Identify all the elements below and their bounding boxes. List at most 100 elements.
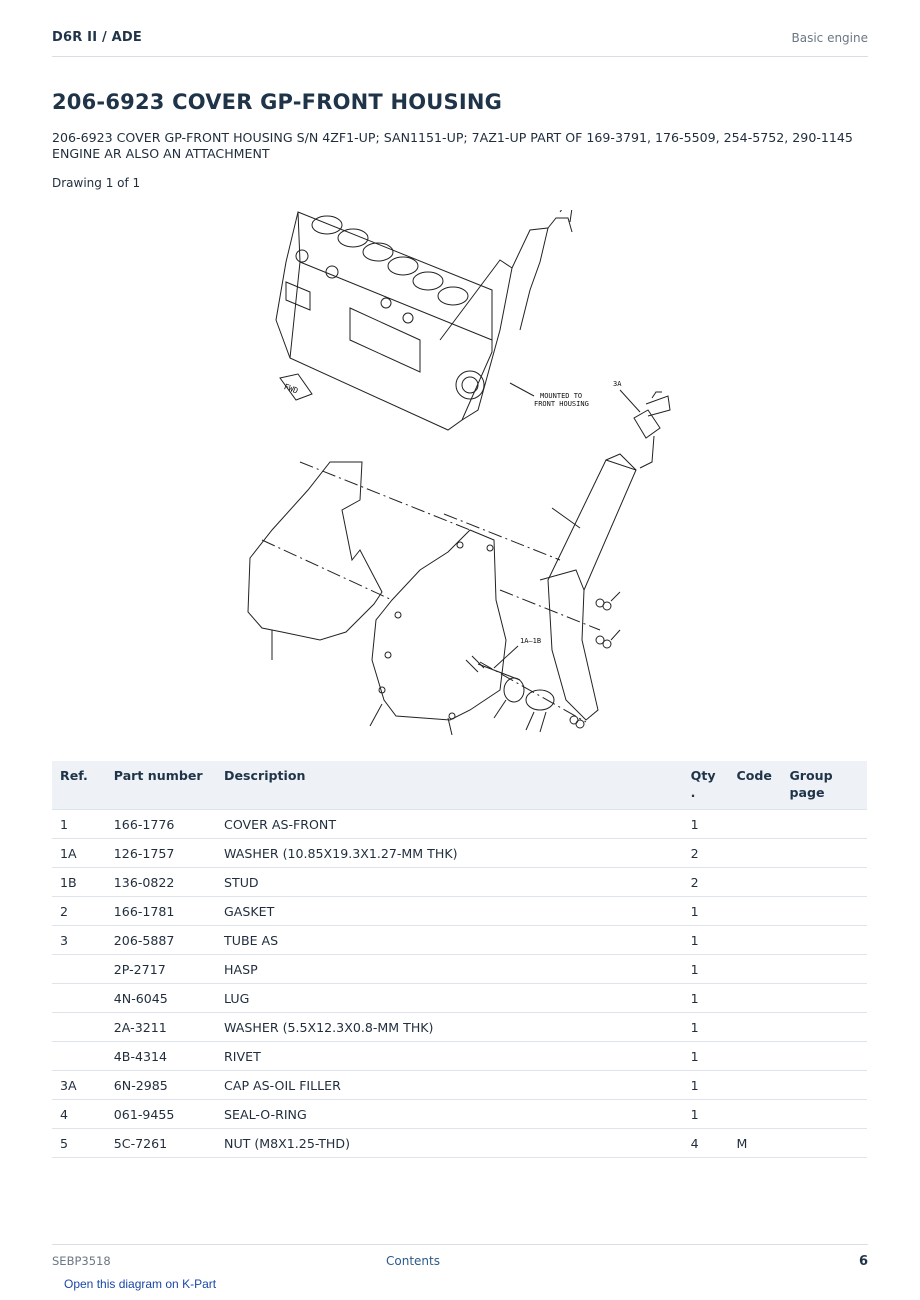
code-cell	[728, 1070, 782, 1100]
col-part-number-header: Part number	[105, 761, 217, 810]
group-header-line1: Group	[789, 768, 833, 783]
part-number-cell[interactable]: 6N-2985	[105, 1070, 217, 1100]
description-cell: SEAL-O-RING	[216, 1099, 683, 1129]
code-cell	[728, 1012, 782, 1042]
qty-cell: 2	[682, 838, 729, 868]
group-page-cell	[781, 925, 867, 955]
page-number: 6	[858, 1254, 868, 1269]
contents-link[interactable]: Contents	[386, 1254, 440, 1268]
drawing-count: Drawing 1 of 1	[52, 176, 141, 190]
group-page-cell	[781, 896, 867, 926]
part-number-cell[interactable]: 166-1781	[105, 896, 217, 926]
o-ring-drawing	[493, 677, 525, 719]
description-cell: TUBE AS	[216, 925, 683, 955]
col-group-page-header: Group page	[781, 761, 867, 810]
group-page-cell	[781, 838, 867, 868]
document-id: SEBP3518	[52, 1254, 111, 1268]
breadcrumb[interactable]: D6R II / ADE	[52, 30, 142, 45]
qty-cell: 1	[682, 809, 729, 839]
qty-header-line2: .	[690, 785, 696, 800]
code-cell	[728, 896, 782, 926]
description-cell: LUG	[216, 983, 683, 1013]
alignment-lines	[261, 461, 601, 723]
part-group-description: 206-6923 COVER GP-FRONT HOUSING S/N 4ZF1…	[52, 130, 853, 161]
open-in-kpart-link[interactable]: Open this diagram on K-Part	[64, 1277, 217, 1291]
description-cell: NUT (M8X1.25-THD)	[216, 1128, 683, 1158]
description-cell: CAP AS-OIL FILLER	[216, 1070, 683, 1100]
qty-cell: 1	[682, 1041, 729, 1071]
group-page-cell	[781, 1041, 867, 1071]
page-header: D6R II / ADE Basic engine	[52, 28, 868, 57]
part-number-cell[interactable]: 4B-4314	[105, 1041, 217, 1071]
col-ref-header: Ref.	[52, 761, 106, 810]
code-cell: M	[728, 1128, 782, 1158]
tube-drawing	[539, 453, 637, 721]
ref-cell: 1B	[52, 867, 106, 897]
front-cover-drawing	[371, 529, 507, 721]
mounted-label-line1: MOUNTED TO	[540, 392, 582, 400]
callout-3a: 3A	[613, 380, 622, 388]
part-number-cell[interactable]: 166-1776	[105, 809, 217, 839]
part-number-cell[interactable]: 136-0822	[105, 867, 217, 897]
group-page-cell	[781, 1012, 867, 1042]
part-number-cell[interactable]: 2A-3211	[105, 1012, 217, 1042]
part-number-cell[interactable]: 206-5887	[105, 925, 217, 955]
part-number-cell[interactable]: 126-1757	[105, 838, 217, 868]
description-cell: RIVET	[216, 1041, 683, 1071]
fwd-arrow: FWD	[279, 373, 313, 401]
fwd-label: FWD	[283, 382, 300, 395]
qty-cell: 4	[682, 1128, 729, 1158]
col-description-header: Description	[216, 761, 683, 810]
front-cover-leader	[369, 703, 383, 727]
group-page-cell	[781, 954, 867, 984]
parts-diagram[interactable]: FWD MOUNTED TO FRONT HOUSING 3A 1A–1B	[240, 210, 690, 735]
group-page-cell	[781, 1070, 867, 1100]
part-number-cell[interactable]: 5C-7261	[105, 1128, 217, 1158]
col-code-header: Code	[728, 761, 782, 810]
qty-cell: 1	[682, 896, 729, 926]
part-number-cell[interactable]: 2P-2717	[105, 954, 217, 984]
ref-cell: 2	[52, 896, 106, 926]
part-number-cell[interactable]: 061-9455	[105, 1099, 217, 1129]
code-cell	[728, 1041, 782, 1071]
part-number-cell[interactable]: 4N-6045	[105, 983, 217, 1013]
ref-cell	[52, 983, 106, 1013]
ref-cell: 3	[52, 925, 106, 955]
group-header-line2: page	[789, 785, 825, 800]
group-page-cell	[781, 809, 867, 839]
section-name: Basic engine	[791, 31, 868, 45]
code-cell	[728, 954, 782, 984]
code-cell	[728, 1099, 782, 1129]
code-cell	[728, 809, 782, 839]
code-cell	[728, 867, 782, 897]
stud-washer-drawing: 1A–1B	[465, 637, 541, 681]
qty-cell: 1	[682, 983, 729, 1013]
qty-cell: 1	[682, 1099, 729, 1129]
description-cell: WASHER (5.5X12.3X0.8-MM THK)	[216, 1012, 683, 1042]
ref-cell	[52, 1012, 106, 1042]
oil-filler-cap-drawing: 3A	[613, 380, 671, 469]
seal-plate-drawing	[525, 689, 555, 733]
page-title: 206-6923 COVER GP-FRONT HOUSING	[52, 90, 503, 114]
qty-cell: 2	[682, 867, 729, 897]
description-cell: WASHER (10.85X19.3X1.27-MM THK)	[216, 838, 683, 868]
qty-cell: 1	[682, 1012, 729, 1042]
mounted-leader	[509, 382, 535, 397]
ref-cell: 1	[52, 809, 106, 839]
code-cell	[728, 838, 782, 868]
qty-cell: 1	[682, 1070, 729, 1100]
group-page-cell	[781, 1099, 867, 1129]
ref-cell: 1A	[52, 838, 106, 868]
parts-table-header: Ref. Part number Description Qty. Code G…	[52, 761, 867, 810]
